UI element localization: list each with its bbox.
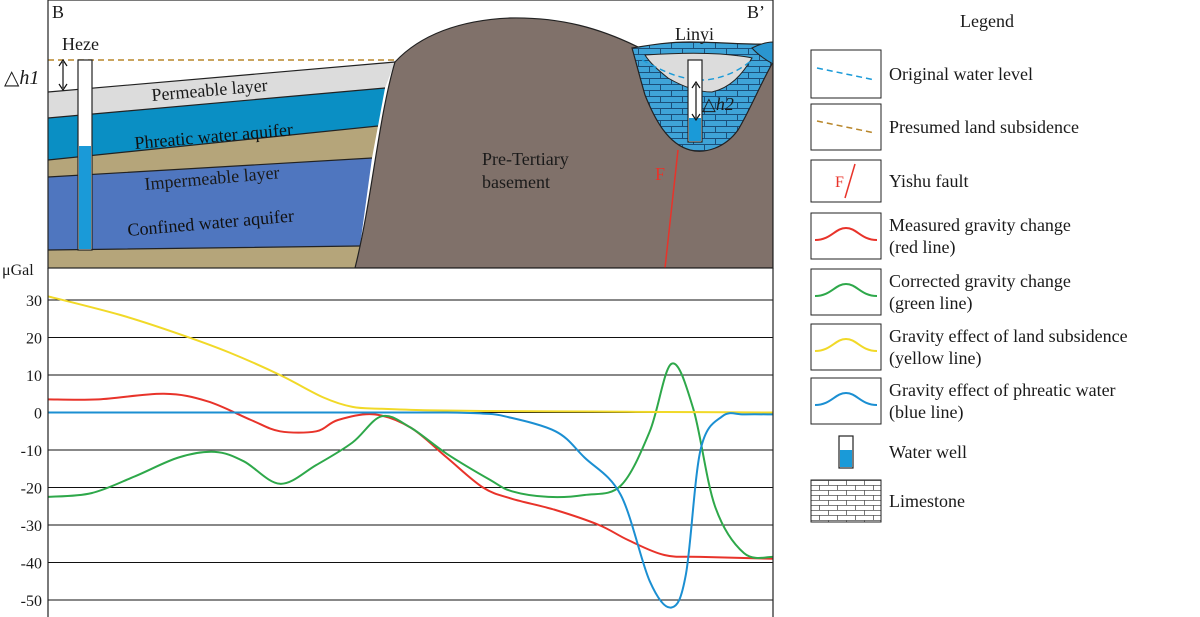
well-linyi-water: [689, 118, 701, 141]
impermeable-layer: [48, 126, 378, 177]
label-B-prime: B’: [747, 2, 765, 22]
yellow-curve-icon: [810, 323, 882, 371]
legend-item: Gravity effect of phreatic water(blue li…: [810, 377, 1116, 425]
legend-fault-line: [844, 163, 856, 199]
label-basement-line2: basement: [482, 172, 550, 192]
blue-curve-icon: [810, 377, 882, 425]
label-delta-h2: △h2: [702, 94, 734, 114]
original-water-level-line: [641, 59, 753, 81]
corrected-gravity-line: [48, 362, 773, 559]
legend-item: Water well: [838, 435, 967, 469]
legend-label: Water well: [889, 442, 967, 462]
green-curve-icon: [810, 268, 882, 316]
permeable-layer: [48, 62, 395, 118]
legend-item: Gravity effect of land subsidence(yellow…: [810, 323, 1128, 371]
legend-label: Gravity effect of land subsidence: [889, 326, 1128, 346]
legend-label: Presumed land subsidence: [889, 117, 1079, 137]
label-linyi-well: Linyi: [675, 24, 714, 44]
label-basement-line1: Pre-Tertiary: [482, 149, 569, 169]
chart-y-ticks: 30 20 10 0 -10 -20 -30 -40 -50: [21, 293, 42, 610]
legend-well-water: [840, 450, 852, 467]
legend-label: (red line): [889, 237, 955, 258]
well-heze-water: [79, 146, 91, 249]
legend-item: Presumed land subsidence: [810, 103, 1079, 151]
legend-label: Gravity effect of phreatic water: [889, 380, 1116, 400]
legend-curve: [814, 337, 878, 352]
y-tick-label: 10: [26, 368, 42, 385]
y-tick-label: 0: [34, 406, 42, 423]
section-frame: [47, 0, 774, 269]
legend-title: Legend: [960, 11, 1014, 31]
measured-gravity-line: [48, 392, 773, 560]
legend-item: Limestone: [810, 479, 965, 523]
legend-curve: [814, 282, 878, 297]
phreatic-aquifer-layer: [48, 88, 385, 160]
legend-item: Corrected gravity change(green line): [810, 268, 1071, 316]
legend-label: (blue line): [889, 402, 963, 423]
y-tick-label: -40: [21, 556, 42, 573]
blue-dashed-line-icon: [810, 49, 882, 99]
label-B: B: [52, 2, 64, 22]
confined-aquifer-layer: [48, 158, 372, 250]
gravity-chart: μGal 30 20 10 0 -10 -20 -30 -40 -50: [2, 262, 774, 617]
limestone-icon: [810, 479, 882, 523]
y-tick-label: -30: [21, 518, 42, 535]
red-curve-icon: [810, 212, 882, 260]
legend-curve: [814, 391, 878, 406]
legend-item: F Yishu fault: [810, 159, 969, 203]
legend-label: Limestone: [889, 491, 965, 511]
y-tick-label: 30: [26, 293, 42, 310]
well-linyi: [687, 59, 703, 143]
label-fault-f: F: [655, 164, 665, 184]
subsidence-effect-line: [48, 295, 773, 414]
delta-h1-arrow: [58, 58, 68, 92]
y-tick-label: -20: [21, 481, 42, 498]
yishu-fault-line: [664, 149, 679, 268]
legend-item: Original water level: [810, 49, 1033, 99]
label-heze: Heze: [62, 34, 99, 54]
well-heze: [77, 59, 93, 251]
layer-boundaries: [48, 61, 396, 251]
right-edge-blue: [751, 41, 773, 65]
label-delta-h1: △h1: [4, 67, 39, 89]
y-axis-unit-label: μGal: [2, 262, 34, 279]
legend-label: (green line): [889, 293, 972, 314]
y-tick-label: -10: [21, 443, 42, 460]
legend-label: Original water level: [889, 64, 1033, 84]
delta-h2-arrow: [691, 80, 701, 122]
legend-label: (yellow line): [889, 348, 981, 369]
legend-item: Measured gravity change(red line): [810, 212, 1071, 260]
y-tick-label: -50: [21, 593, 42, 610]
legend-fault-letter: F: [835, 174, 844, 191]
phreatic-effect-line: [48, 411, 773, 609]
legend-label: Yishu fault: [889, 171, 969, 191]
chart-series: [48, 295, 773, 609]
legend-label: Measured gravity change: [889, 215, 1071, 235]
bottom-sediment: [48, 246, 372, 268]
legend-curve: [814, 226, 878, 241]
y-tick-label: 20: [26, 331, 42, 348]
brown-dashed-line-icon: [810, 103, 882, 151]
legend-label: Corrected gravity change: [889, 271, 1071, 291]
